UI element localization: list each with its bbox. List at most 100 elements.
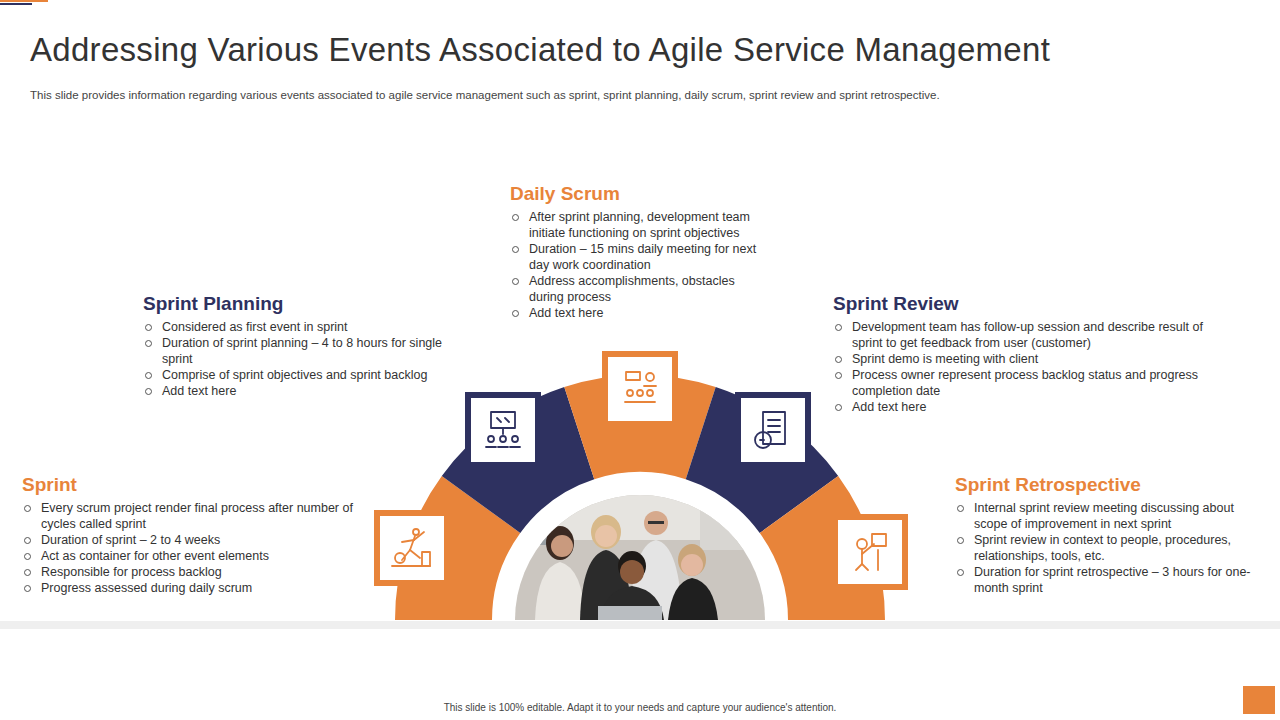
slide-title: Addressing Various Events Associated to … (30, 31, 1050, 69)
icon-stroke (486, 446, 496, 448)
base-band (0, 621, 1280, 629)
icon-boxes (377, 354, 905, 587)
icon-stroke (497, 418, 501, 422)
icon-stroke (498, 446, 508, 448)
art-part (668, 578, 718, 620)
icon-frame (738, 395, 808, 465)
icon-stroke (877, 550, 879, 570)
icon-stroke (646, 373, 654, 381)
event-bullet: Sprint review in context to people, proc… (955, 532, 1251, 564)
event-bullet: Add text here (143, 383, 448, 399)
event-heading: Sprint Planning (143, 292, 448, 316)
arc-segment (442, 387, 594, 533)
event-bullet: Internal sprint review meeting discussin… (955, 500, 1251, 532)
event-bullet: Duration for sprint retrospective – 3 ho… (955, 564, 1251, 596)
icon-stroke (510, 446, 520, 448)
icon-stroke (862, 544, 874, 554)
arc-segment (760, 476, 885, 620)
art-part (678, 544, 706, 576)
icon-stroke (647, 390, 653, 396)
event-heading: Sprint (22, 473, 362, 497)
event-block: SprintEvery scrum project render final p… (22, 473, 362, 596)
art-part (546, 526, 574, 560)
icon-stroke (491, 412, 515, 428)
art-part (520, 505, 550, 545)
event-block: Sprint PlanningConsidered as first event… (143, 292, 448, 399)
art-part (681, 554, 703, 576)
art-part (551, 535, 573, 557)
art-part (515, 495, 765, 620)
icon-stroke (768, 431, 780, 433)
event-block: Sprint ReviewDevelopment team has follow… (833, 292, 1218, 415)
event-bullet: Comprise of sprint objectives and sprint… (143, 367, 448, 383)
icon-stroke (862, 564, 868, 570)
icon-box (468, 395, 538, 465)
icon-frame (605, 354, 675, 424)
icon-stroke (410, 550, 420, 558)
footer-note: This slide is 100% editable. Adapt it to… (0, 702, 1280, 713)
icon-box (835, 517, 905, 587)
event-bullet: Development team has follow-up session a… (833, 319, 1218, 351)
icon-stroke (856, 564, 862, 570)
event-bullet: Process owner represent process backlog … (833, 367, 1218, 399)
event-bullet: Duration of sprint – 2 to 4 weeks (22, 532, 362, 548)
corner-square (1243, 686, 1275, 714)
icon-stroke (625, 401, 635, 403)
event-bullet: Duration of sprint planning – 4 to 8 hou… (143, 335, 448, 367)
art-part (644, 511, 668, 535)
icon-stroke (410, 536, 415, 550)
event-bullet: Add text here (510, 305, 772, 321)
event-bullet: Considered as first event in sprint (143, 319, 448, 335)
icon-stroke (644, 385, 656, 387)
icon-box (377, 513, 447, 583)
art-part (598, 606, 662, 620)
icon-stroke (768, 419, 780, 421)
icon-stroke (395, 553, 405, 563)
art-part (648, 521, 664, 524)
icon-stroke (760, 439, 764, 441)
event-heading: Sprint Review (833, 292, 1218, 316)
icon-stroke (755, 432, 771, 448)
art-part (595, 525, 617, 547)
icon-box (738, 395, 808, 465)
icon-stroke (763, 412, 785, 444)
icon-stroke (500, 436, 506, 442)
art-part (0, 3, 32, 5)
event-bullet: After sprint planning, development team … (510, 209, 772, 241)
event-bullet: Progress assessed during daily scrum (22, 580, 362, 596)
icon-box (605, 354, 675, 424)
art-part (620, 560, 644, 584)
icon-frame (468, 395, 538, 465)
event-bullet: Act as container for other event element… (22, 548, 362, 564)
icon-stroke (402, 540, 414, 542)
event-heading: Sprint Retrospective (955, 473, 1251, 497)
art-part (700, 500, 760, 550)
event-block: Daily ScrumAfter sprint planning, develo… (510, 182, 772, 321)
art-part (535, 562, 585, 620)
icon-stroke (627, 390, 633, 396)
event-block: Sprint RetrospectiveInternal sprint revi… (955, 473, 1251, 596)
icon-stroke (488, 436, 494, 442)
icon-stroke (505, 418, 509, 422)
art-part (591, 515, 621, 549)
icon-stroke (635, 401, 645, 403)
icon-frame (835, 517, 905, 587)
icon-stroke (414, 532, 424, 540)
event-heading: Daily Scrum (510, 182, 772, 206)
icon-stroke (768, 425, 780, 427)
icon-stroke (861, 549, 863, 564)
event-bullet: Address accomplishments, obstacles durin… (510, 273, 772, 305)
icon-stroke (422, 552, 430, 566)
team-photo (515, 495, 765, 620)
icon-stroke (512, 436, 518, 442)
event-bullet: Sprint demo is meeting with client (833, 351, 1218, 367)
event-bullet: Every scrum project render final process… (22, 500, 362, 532)
event-bullet: Add text here (833, 399, 1218, 415)
icon-stroke (626, 372, 640, 380)
slide-subtitle: This slide provides information regardin… (30, 89, 940, 101)
art-part (0, 0, 48, 2)
icon-stroke (637, 390, 643, 396)
corner-accent (0, 0, 48, 5)
icon-frame (377, 513, 447, 583)
icon-stroke (413, 529, 419, 535)
